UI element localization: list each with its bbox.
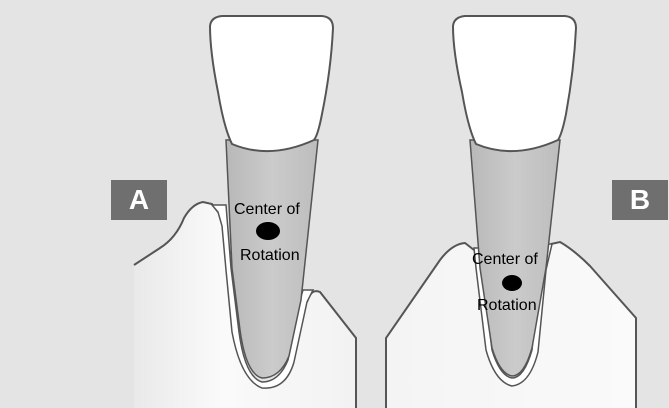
panel-b <box>386 16 636 408</box>
panel-b-label-line1: Center of <box>472 251 538 269</box>
panel-b-label-line2: Rotation <box>477 297 537 315</box>
panel-a-badge: A <box>111 180 167 220</box>
panel-b-crown <box>453 16 576 151</box>
panel-a-rotation-point <box>256 222 280 240</box>
panel-a-label-line1: Center of <box>234 201 300 219</box>
panel-b-badge: B <box>612 180 668 220</box>
panel-a-label-line2: Rotation <box>240 247 300 265</box>
panel-a-crown <box>210 16 333 151</box>
panel-b-rotation-point <box>502 275 522 291</box>
